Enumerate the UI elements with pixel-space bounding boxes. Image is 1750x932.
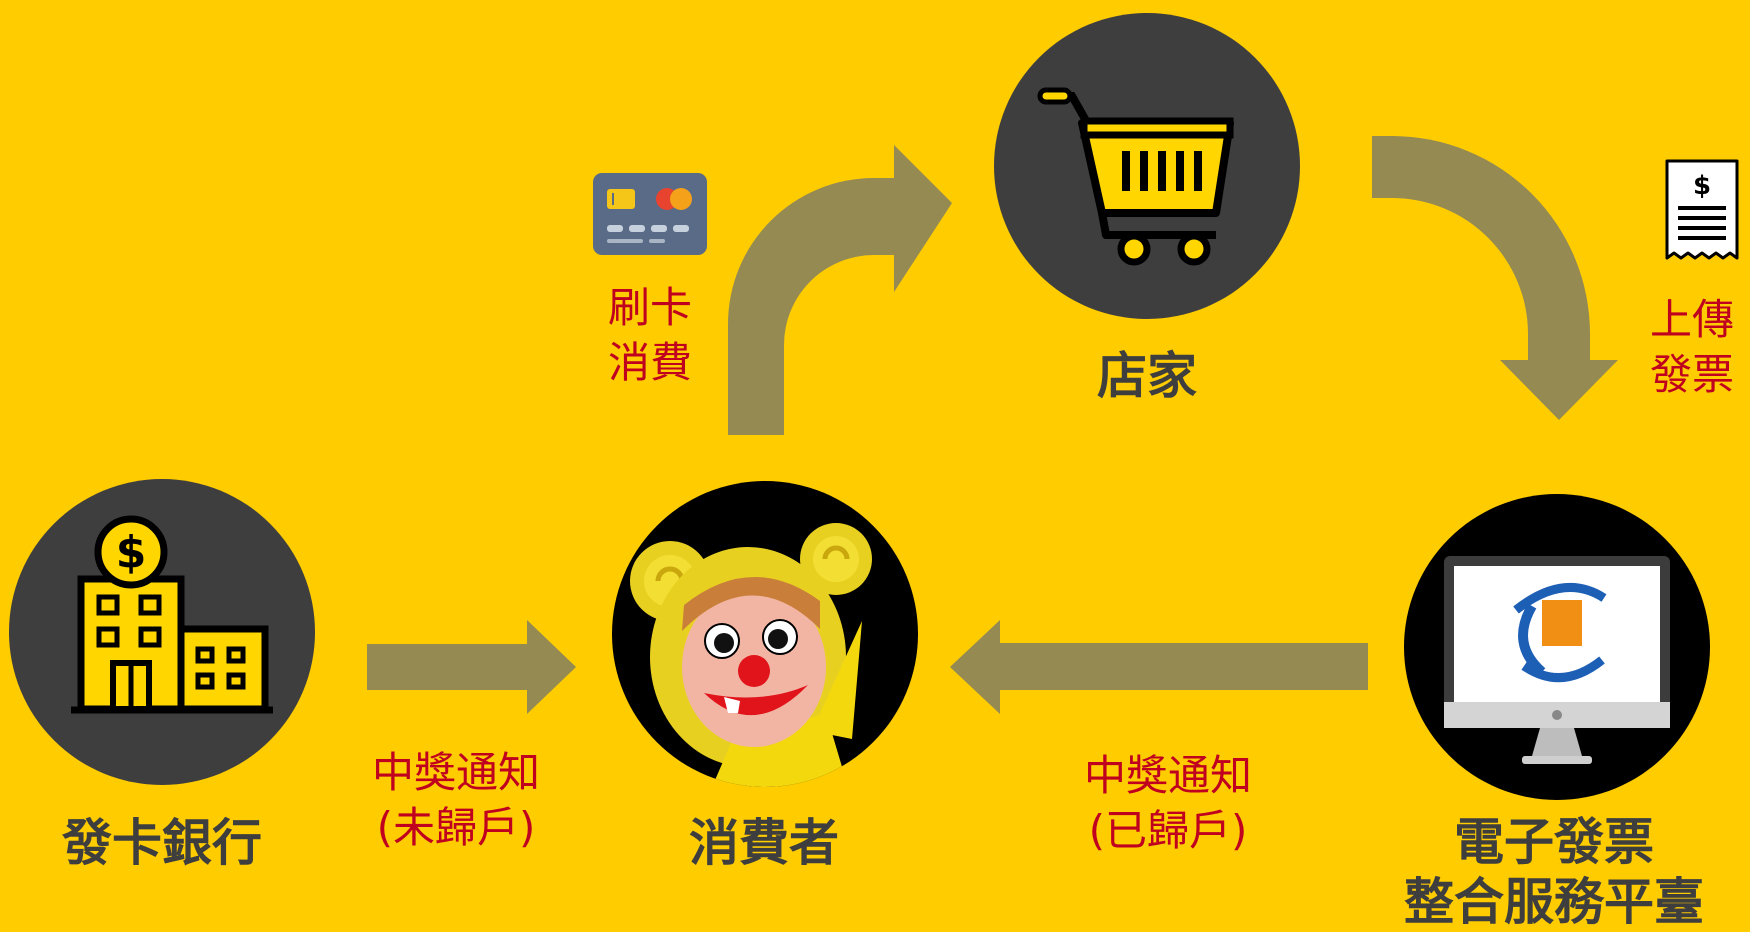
consumer-label: 消費者 bbox=[689, 814, 839, 872]
store-label: 店家 bbox=[1097, 347, 1197, 405]
arrow-store-to-platform bbox=[1372, 136, 1618, 420]
store-node bbox=[994, 13, 1300, 319]
monitor-logo-icon bbox=[1444, 556, 1670, 764]
svg-text:$: $ bbox=[116, 527, 147, 578]
shopping-cart-icon bbox=[1037, 87, 1234, 266]
platform-node bbox=[1404, 494, 1710, 800]
flow-label-notice-registered: 中獎通知 (已歸戶) bbox=[1083, 751, 1252, 856]
platform-label: 電子發票 整合服務平臺 bbox=[1404, 813, 1704, 931]
receipt-icon: $ bbox=[1664, 158, 1740, 264]
flow-label-upload-invoice: 上傳 發票 bbox=[1650, 295, 1735, 400]
flow-label-card-payment: 刷卡 消費 bbox=[607, 283, 692, 388]
mascot-character bbox=[630, 523, 872, 787]
bank-building-icon: $ bbox=[71, 515, 273, 714]
bank-label: 發卡銀行 bbox=[62, 814, 262, 872]
credit-card-icon bbox=[593, 173, 707, 255]
svg-text:$: $ bbox=[1693, 171, 1711, 201]
consumer-node bbox=[612, 481, 918, 787]
arrow-bank-to-consumer bbox=[367, 620, 576, 714]
flow-label-notice-unregistered: 中獎通知 (未歸戶) bbox=[371, 748, 540, 853]
arrow-platform-to-consumer bbox=[950, 620, 1368, 714]
bank-node: $ bbox=[9, 479, 315, 785]
arrow-consumer-to-store bbox=[728, 145, 952, 435]
